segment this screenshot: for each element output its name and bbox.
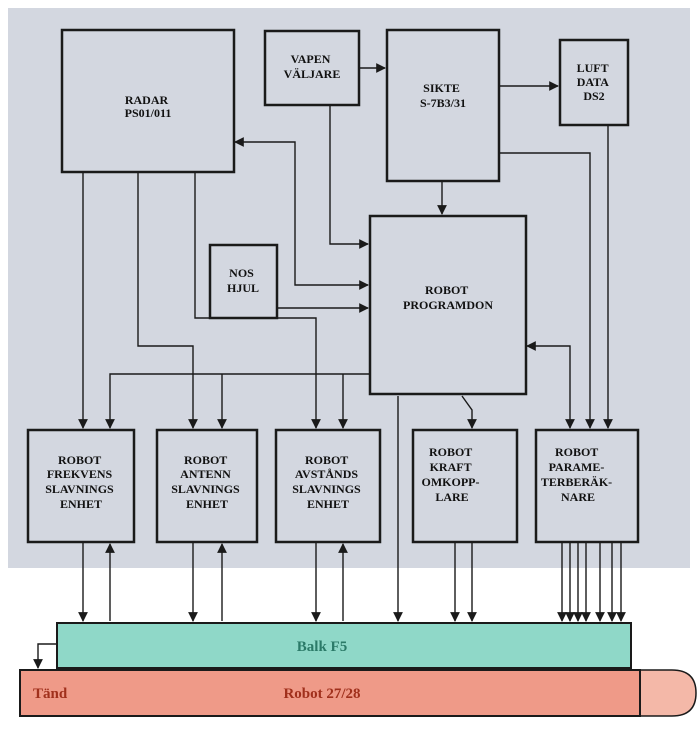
balk-label: Balk F5 [297, 639, 347, 655]
nos-label: NOS HJUL [227, 266, 259, 295]
tand-label: Tänd [33, 686, 68, 702]
sikte-label: SIKTE S-7B3/31 [420, 81, 466, 110]
radar-box: RADAR PS01/011 [60, 28, 236, 174]
radar-label: RADAR PS01/011 [125, 93, 172, 120]
arrow-radar-antenn [137, 172, 198, 429]
connections [33, 63, 626, 669]
vapen-label: VAPEN VÄLJARE [284, 52, 341, 81]
balk-bar: Balk F5 [56, 622, 632, 669]
frekvens-label: ROBOT FREKVENS SLAVNINGS ENHET [45, 453, 116, 511]
luft-label: LUFT DATA DS2 [577, 61, 612, 103]
antenn-box: ROBOT ANTENN SLAVNINGS ENHET [155, 428, 259, 544]
arrow-radar-programdon [234, 137, 369, 290]
frekvens-box: ROBOT FREKVENS SLAVNINGS ENHET [26, 428, 136, 544]
avstands-box: ROBOT AVSTÅNDS SLAVNINGS ENHET [274, 428, 382, 544]
kraft-box: ROBOT KRAFT OMKOPP- LARE [411, 428, 519, 544]
antenn-label: ROBOT ANTENN SLAVNINGS ENHET [171, 453, 242, 511]
arrow-programdon-parameter [526, 341, 575, 429]
avstands-label: ROBOT AVSTÅNDS SLAVNINGS ENHET [292, 453, 363, 511]
parameter-label: ROBOT PARAME- TERBERÄK- NARE [541, 445, 615, 504]
robot-label: Robot 27/28 [283, 686, 360, 702]
arrow-programdon-kraft [461, 395, 477, 429]
robot-body: Tänd Robot 27/28 [19, 669, 697, 717]
luft-box: LUFT DATA DS2 [558, 38, 630, 127]
bus-programdon [105, 373, 370, 429]
kraft-label: ROBOT KRAFT OMKOPP- LARE [422, 445, 483, 504]
arrow-sikte-parameter [500, 152, 595, 429]
vapen-box: VAPEN VÄLJARE [263, 29, 361, 107]
programdon-box: ROBOT PROGRAMDON [368, 214, 528, 396]
sikte-box: SIKTE S-7B3/31 [385, 28, 501, 183]
arrow-balk-tand [33, 643, 58, 669]
parameter-box: ROBOT PARAME- TERBERÄK- NARE [534, 428, 640, 544]
nos-box: NOS HJUL [208, 243, 279, 320]
programdon-label: ROBOT PROGRAMDON [403, 283, 493, 312]
